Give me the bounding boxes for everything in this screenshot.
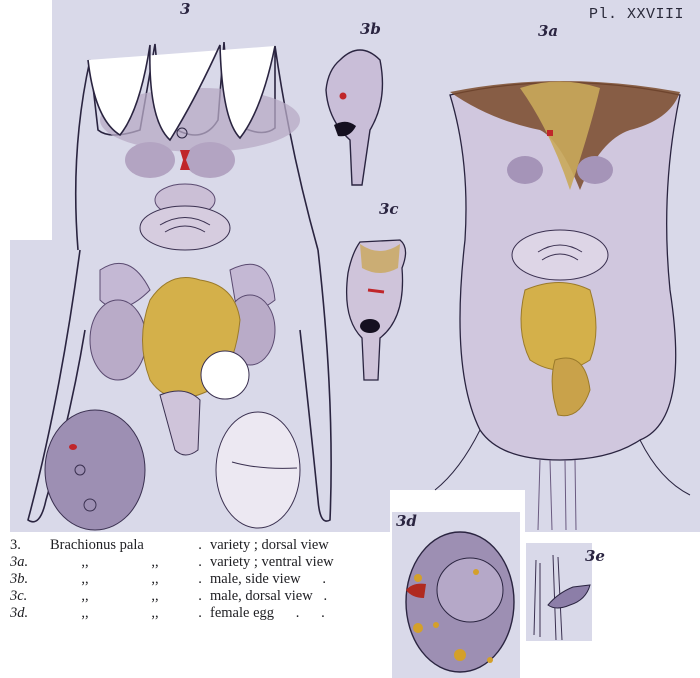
figure-label-3: 3 xyxy=(180,0,191,18)
legend-figure-number: 3b. xyxy=(10,571,29,587)
legend-leader-dot: . xyxy=(198,554,202,570)
figure-3b-male-side-illustration xyxy=(325,49,384,186)
figure-3a-ventral-illustration xyxy=(434,81,691,531)
figure-label-3e: 3e xyxy=(585,547,605,565)
legend-row: 3d. ,, ,, . female egg . . xyxy=(10,605,390,622)
legend-ditto-marks: ,, ,, xyxy=(50,571,190,588)
ditto-mark: ,, xyxy=(151,554,159,570)
legend-row: 3a. ,, ,, . variety ; ventral view xyxy=(10,554,390,571)
figure-label-3b: 3b xyxy=(360,20,381,38)
legend-row: 3b. ,, ,, . male, side view . xyxy=(10,571,390,588)
plate-legend: 3. Brachionus pala . variety ; dorsal vi… xyxy=(10,537,390,622)
figure-3-dorsal-illustration xyxy=(27,41,332,531)
legend-leader-dot: . xyxy=(198,571,202,587)
figure-label-3d: 3d xyxy=(396,512,417,530)
ditto-mark: ,, xyxy=(81,605,89,621)
ditto-mark: ,, xyxy=(151,588,159,604)
plate-paper-3a-lower xyxy=(525,490,700,532)
legend-species-name: Brachionus pala xyxy=(50,537,144,553)
legend-figure-number: 3a. xyxy=(10,554,29,570)
legend-figure-number: 3. xyxy=(10,537,21,553)
legend-ditto-marks: ,, ,, xyxy=(50,588,190,605)
legend-description: variety ; dorsal view xyxy=(210,537,329,553)
ditto-mark: ,, xyxy=(81,554,89,570)
plate-number: Pl. XXVIII xyxy=(589,6,685,23)
legend-figure-number: 3c. xyxy=(10,588,28,604)
figure-3c-male-dorsal-illustration xyxy=(345,239,407,381)
figure-3d-egg-illustration xyxy=(405,531,515,673)
figure-label-3a: 3a xyxy=(538,22,559,40)
legend-row: 3. Brachionus pala . variety ; dorsal vi… xyxy=(10,537,390,554)
legend-description: variety ; ventral view xyxy=(210,554,334,570)
figure-3e-illustration xyxy=(533,554,591,641)
legend-ditto-marks: ,, ,, xyxy=(50,605,190,622)
legend-description: male, dorsal view . xyxy=(210,588,328,604)
ditto-mark: ,, xyxy=(81,571,89,587)
legend-figure-number: 3d. xyxy=(10,605,29,621)
figure-label-3c: 3c xyxy=(379,200,399,218)
legend-leader-dot: . xyxy=(198,537,202,553)
ditto-mark: ,, xyxy=(151,605,159,621)
legend-leader-dot: . xyxy=(198,588,202,604)
legend-description: male, side view . xyxy=(210,571,326,587)
legend-leader-dot: . xyxy=(198,605,202,621)
legend-description: female egg . . xyxy=(210,605,325,621)
legend-row: 3c. ,, ,, . male, dorsal view . xyxy=(10,588,390,605)
ditto-mark: ,, xyxy=(81,588,89,604)
ditto-mark: ,, xyxy=(151,571,159,587)
legend-ditto-marks: ,, ,, xyxy=(50,554,190,571)
